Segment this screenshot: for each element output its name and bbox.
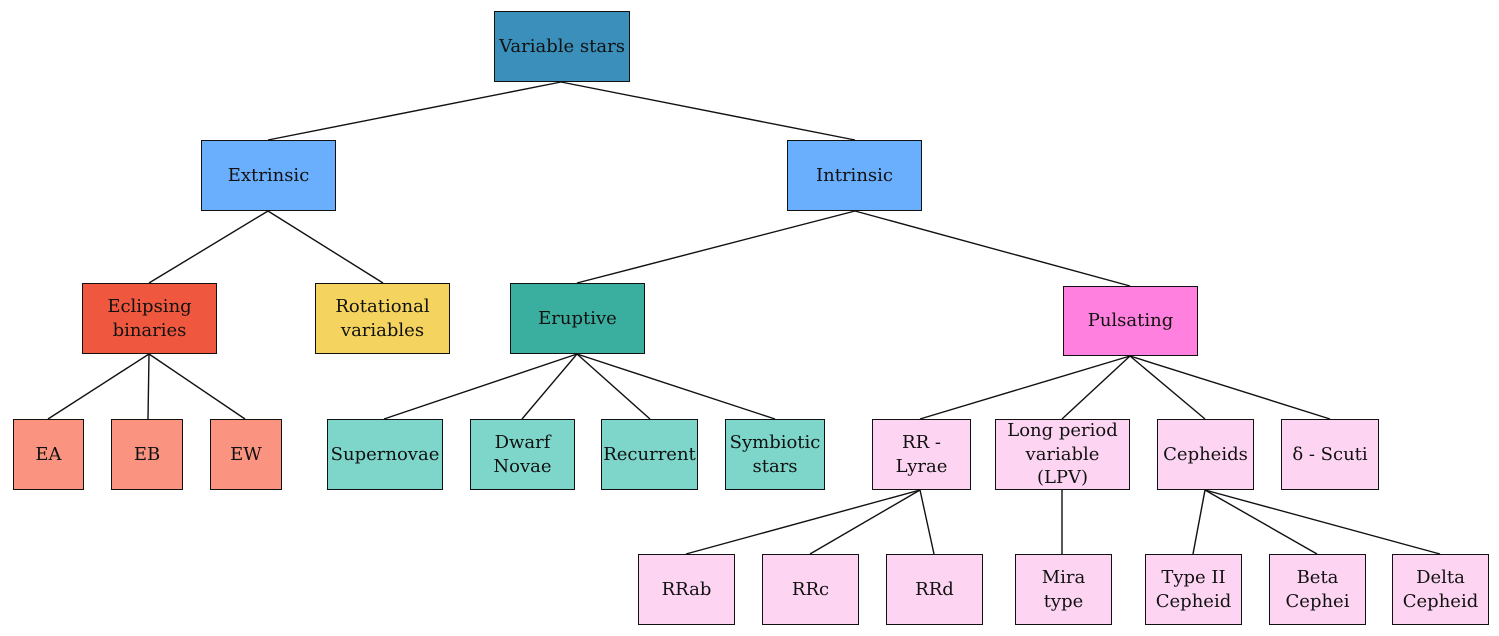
edge-eclipsing-binaries-to-ew — [148, 353, 246, 420]
edge-eruptive-to-symbiotic-stars — [576, 353, 776, 420]
node-label: Supernovae — [330, 443, 440, 465]
node-variable-stars: Variable stars — [494, 11, 630, 82]
node-rotational-variables: Rotational variables — [315, 283, 450, 354]
node-label: EW — [230, 443, 262, 465]
node-label: EB — [133, 443, 161, 465]
node-lpv: Long period variable (LPV) — [995, 419, 1130, 490]
node-label: Eruptive — [538, 307, 617, 329]
node-intrinsic: Intrinsic — [787, 140, 922, 211]
edge-pulsating-to-lpv — [1061, 355, 1131, 420]
edge-intrinsic-to-eruptive — [576, 210, 856, 284]
edge-rr-lyrae-to-rrc — [809, 489, 921, 555]
node-label: δ - Scuti — [1292, 443, 1368, 465]
node-label: RRc — [791, 578, 830, 600]
node-recurrent: Recurrent — [601, 419, 698, 490]
node-label: RR - Lyrae — [895, 432, 948, 477]
node-rrab: RRab — [638, 554, 735, 625]
node-rrd: RRd — [886, 554, 983, 625]
node-delta-cepheid: Delta Cepheid — [1392, 554, 1489, 625]
node-symbiotic-stars: Symbiotic stars — [725, 419, 825, 490]
node-label: Variable stars — [499, 35, 625, 57]
node-extrinsic: Extrinsic — [201, 140, 336, 211]
node-ea: EA — [13, 419, 84, 490]
node-label: RRd — [915, 578, 954, 600]
node-label: Pulsating — [1087, 310, 1174, 332]
edge-cepheids-to-delta-cepheid — [1204, 489, 1441, 555]
node-label: Long period variable (LPV) — [1007, 420, 1118, 489]
edge-eruptive-to-recurrent — [576, 353, 651, 420]
node-delta-scuti: δ - Scuti — [1281, 419, 1379, 490]
edge-rr-lyrae-to-rrd — [919, 489, 935, 555]
node-label: Rotational variables — [335, 296, 430, 341]
node-label: Intrinsic — [816, 164, 893, 186]
node-label: Dwarf Novae — [493, 432, 552, 477]
node-eb: EB — [111, 419, 183, 490]
node-label: Mira type — [1041, 567, 1086, 612]
edge-cepheids-to-beta-cephei — [1204, 489, 1318, 555]
edge-pulsating-to-cepheids — [1129, 355, 1206, 420]
node-label: Beta Cephei — [1285, 567, 1350, 612]
edge-intrinsic-to-pulsating — [854, 210, 1131, 287]
edge-eclipsing-binaries-to-ea — [47, 353, 150, 420]
edge-eruptive-to-dwarf-novae — [521, 353, 578, 420]
node-type-ii-cepheid: Type II Cepheid — [1145, 554, 1242, 625]
node-label: Symbiotic stars — [729, 432, 821, 477]
node-ew: EW — [210, 419, 282, 490]
edge-variable-stars-to-extrinsic — [267, 81, 562, 141]
node-pulsating: Pulsating — [1063, 286, 1198, 356]
edge-variable-stars-to-intrinsic — [560, 81, 856, 141]
edge-extrinsic-to-eclipsing-binaries — [148, 210, 269, 284]
node-dwarf-novae: Dwarf Novae — [470, 419, 575, 490]
edge-pulsating-to-rr-lyrae — [919, 355, 1131, 420]
node-rrc: RRc — [762, 554, 859, 625]
node-rr-lyrae: RR - Lyrae — [872, 419, 971, 490]
edge-eruptive-to-supernovae — [383, 353, 578, 420]
node-label: Type II Cepheid — [1155, 567, 1232, 612]
node-eruptive: Eruptive — [510, 283, 645, 354]
node-label: RRab — [661, 578, 712, 600]
node-cepheids: Cepheids — [1157, 419, 1254, 490]
edge-pulsating-to-delta-scuti — [1129, 355, 1331, 420]
node-label: Extrinsic — [227, 164, 310, 186]
node-eclipsing-binaries: Eclipsing binaries — [82, 283, 217, 354]
node-label: Cepheids — [1163, 443, 1248, 465]
edge-rr-lyrae-to-rrab — [685, 489, 921, 555]
edge-extrinsic-to-rotational-variables — [267, 210, 384, 284]
node-label: Eclipsing binaries — [107, 296, 192, 341]
node-supernovae: Supernovae — [327, 419, 443, 490]
node-label: Delta Cepheid — [1402, 567, 1479, 612]
edge-eclipsing-binaries-to-eb — [147, 353, 150, 420]
edge-cepheids-to-type-ii-cepheid — [1192, 489, 1206, 555]
node-mira-type: Mira type — [1015, 554, 1112, 625]
node-label: Recurrent — [603, 443, 696, 465]
node-beta-cephei: Beta Cephei — [1269, 554, 1366, 625]
node-label: EA — [35, 443, 62, 465]
